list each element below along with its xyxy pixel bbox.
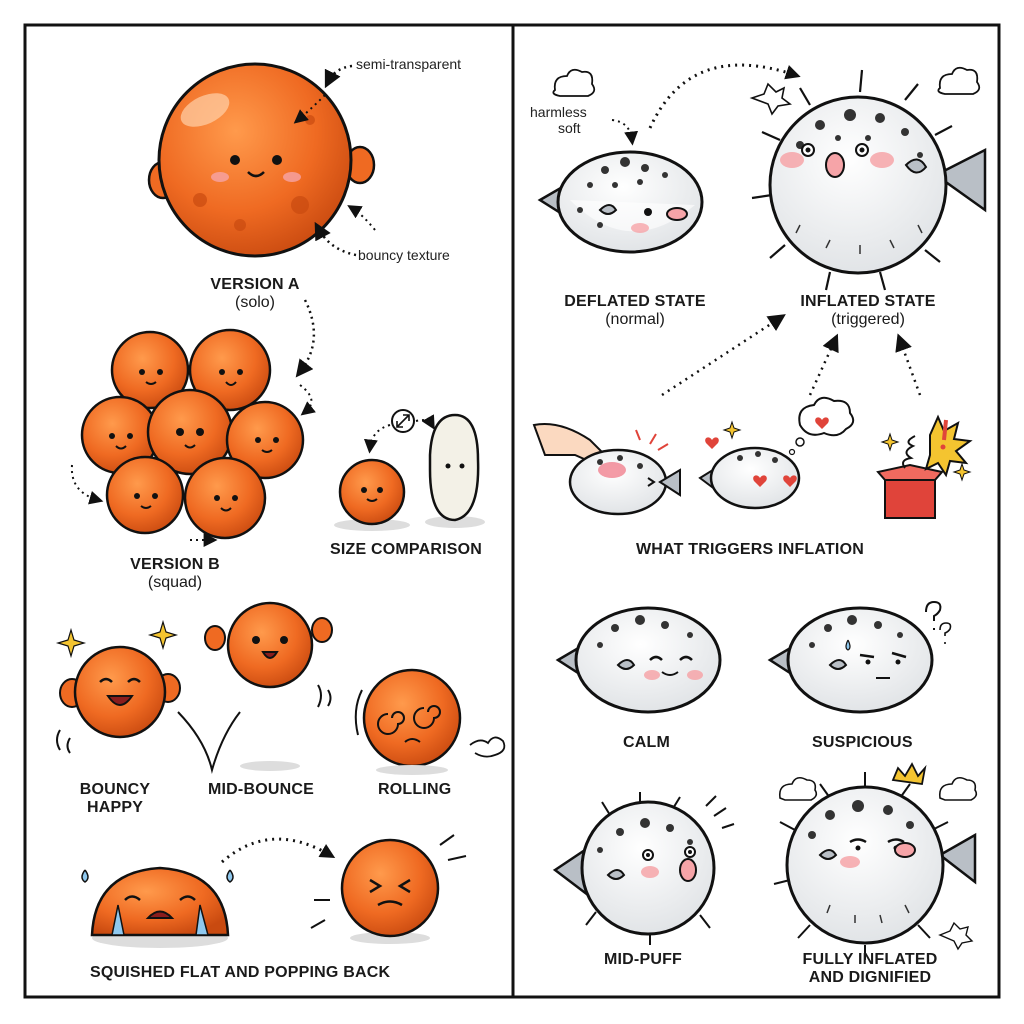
version-b-subtitle: (squad)	[147, 574, 203, 592]
blob-bouncy-happy-icon	[55, 619, 181, 754]
annotation-soft: soft	[558, 120, 581, 137]
arrow-bouncy-texture	[314, 221, 357, 257]
arrow-to-inflated	[648, 63, 801, 129]
blob-popped-icon	[310, 834, 467, 944]
right-panel-frame	[511, 23, 1001, 999]
inflated-title: INFLATED STATE	[800, 293, 936, 310]
version-a-label: VERSION A (solo)	[190, 276, 320, 313]
size-comparison-label: SIZE COMPARISON	[330, 541, 483, 558]
pufferfish-deflated-icon	[537, 150, 704, 254]
deflated-label: DEFLATED STATE (normal)	[555, 293, 715, 330]
arrow-semi-transparent	[324, 64, 353, 89]
version-a-title: VERSION A	[210, 276, 300, 293]
cloud-icon	[552, 68, 596, 97]
arrow-bouncy-texture-2	[347, 205, 376, 231]
blob-solo-icon	[147, 62, 376, 258]
blob-squished-icon	[81, 866, 234, 948]
arrow-harmless	[611, 119, 639, 146]
blob-squad-icon	[80, 328, 305, 540]
pufferfish-mid-puff-icon	[552, 792, 735, 945]
arrow-squad-3	[70, 464, 104, 505]
calm-label: CALM	[623, 734, 671, 751]
size-comparison-icon	[334, 409, 485, 531]
version-b-title: VERSION B	[130, 556, 220, 573]
blob-rolling-icon	[354, 668, 506, 775]
arrow-pop-back	[221, 837, 336, 864]
deflated-subtitle: (normal)	[605, 311, 665, 329]
fully-inflated-line2: AND DIGNIFIED	[808, 969, 932, 987]
deflated-title: DEFLATED STATE	[564, 293, 706, 310]
annotation-harmless: harmless	[530, 104, 587, 120]
crown-icon	[891, 762, 927, 786]
pufferfish-fully-inflated-icon	[773, 762, 978, 960]
pufferfish-calm-icon	[555, 606, 722, 714]
arrow-trigger-2	[808, 333, 839, 396]
squished-label: SQUISHED FLAT AND POPPING BACK	[90, 964, 391, 981]
mid-puff-label: MID-PUFF	[604, 951, 683, 968]
pufferfish-inflated-icon	[749, 66, 987, 291]
inflated-subtitle: (triggered)	[831, 311, 905, 329]
bouncy-happy-label: BOUNCY HAPPY	[60, 781, 170, 818]
bouncy-happy-line2: HAPPY	[86, 799, 144, 817]
arrow-squad-2	[299, 384, 316, 416]
triggers-label: WHAT TRIGGERS INFLATION	[636, 541, 864, 558]
fully-inflated-label: FULLY INFLATED AND DIGNIFIED	[795, 951, 945, 988]
mid-bounce-label: MID-BOUNCE	[208, 781, 314, 798]
annotation-semi-transparent: semi-transparent	[356, 56, 462, 72]
arrow-semi-transparent-2	[293, 94, 326, 124]
blob-mid-bounce-icon	[177, 601, 333, 774]
annotation-bouncy-texture: bouncy texture	[358, 247, 450, 263]
trigger-poke-icon	[532, 423, 681, 516]
suspicious-label: SUSPICIOUS	[812, 734, 913, 751]
version-b-label: VERSION B (squad)	[110, 556, 240, 593]
version-a-subtitle: (solo)	[234, 294, 275, 312]
fully-inflated-line1: FULLY INFLATED	[802, 951, 938, 968]
trigger-surprise-box-icon	[876, 414, 973, 519]
annotation-harmless-soft: harmless soft	[530, 104, 610, 136]
inflated-label: INFLATED STATE (triggered)	[788, 293, 948, 330]
rolling-label: ROLLING	[378, 781, 452, 798]
trigger-love-icon	[698, 396, 855, 510]
pufferfish-suspicious-icon	[767, 600, 952, 714]
arrow-trigger-1	[661, 314, 786, 397]
bouncy-happy-line1: BOUNCY	[79, 781, 151, 798]
arrow-squad-1	[295, 299, 316, 378]
arrow-trigger-3	[895, 333, 922, 396]
